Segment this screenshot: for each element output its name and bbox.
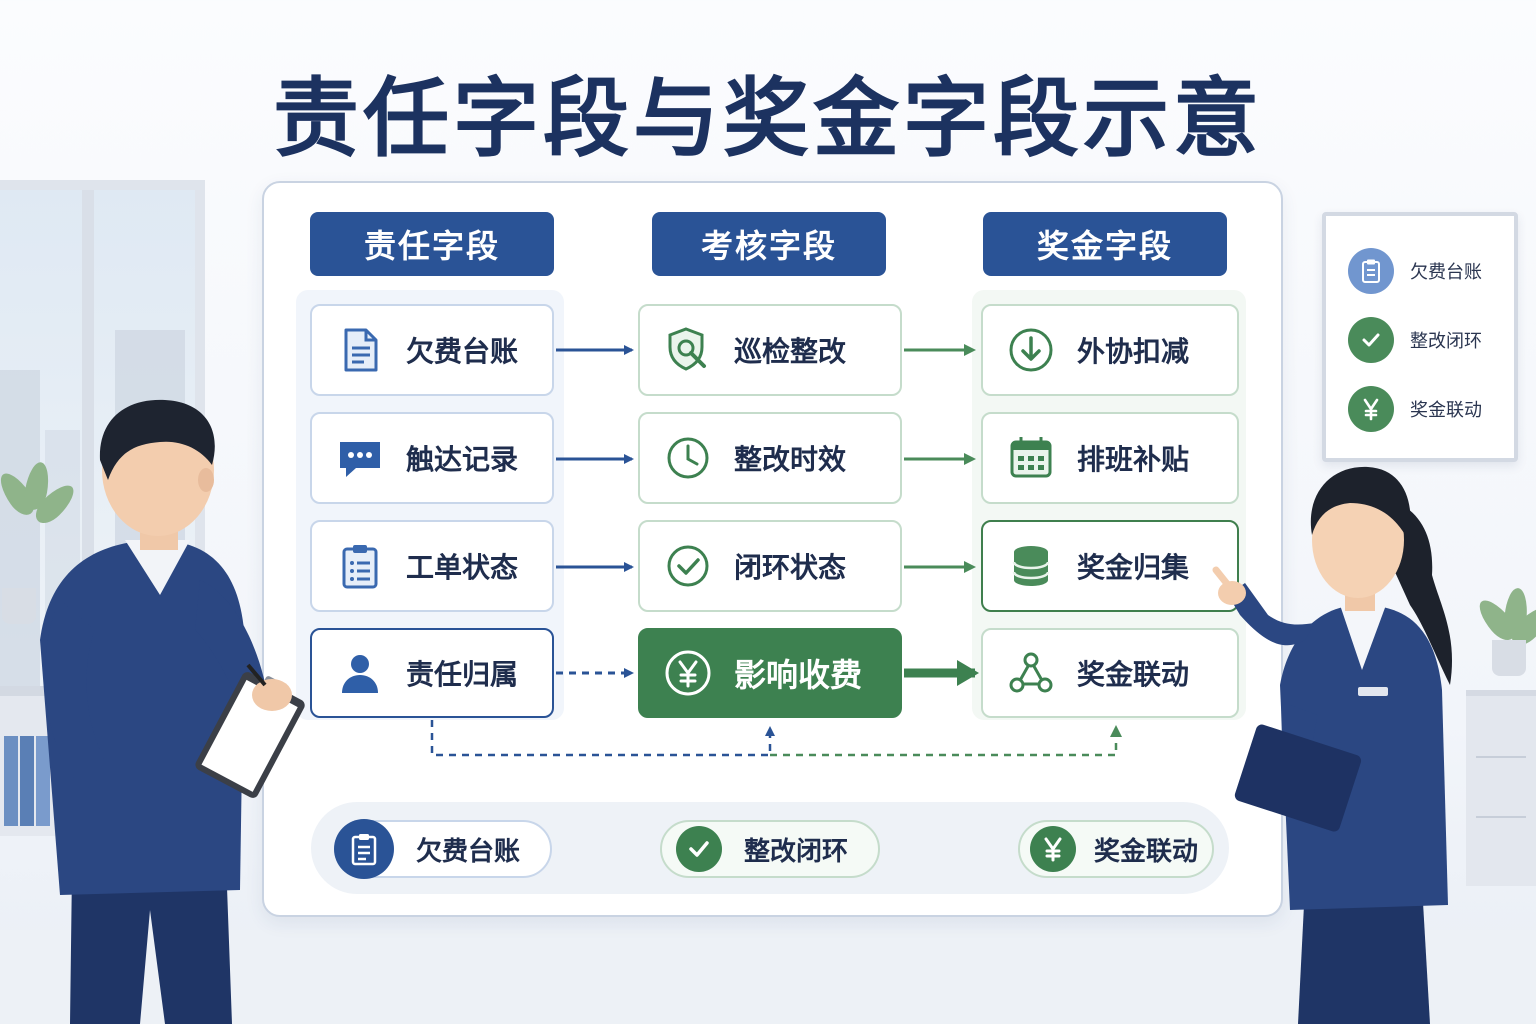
legend-label: 奖金联动 (1410, 400, 1482, 421)
assessment-column-header: 考核字段 (652, 212, 886, 276)
cabinet-right (1466, 690, 1536, 886)
document-icon (344, 328, 378, 372)
card-contact-record[interactable]: 触达记录 (310, 412, 554, 504)
shield-search-icon (668, 327, 706, 371)
card-bonus-linkage[interactable]: 奖金联动 (981, 628, 1239, 718)
card-work-order-status[interactable]: 工单状态 (310, 520, 554, 612)
download-circle-icon (1009, 328, 1053, 372)
card-label: 闭环状态 (734, 551, 847, 584)
summary-label: 整改闭环 (744, 836, 849, 867)
legend-label: 整改闭环 (1410, 331, 1482, 352)
card-arrears-ledger[interactable]: 欠费台账 (310, 304, 554, 396)
man-with-clipboard-illustration (40, 399, 305, 1024)
summary-label: 奖金联动 (1094, 836, 1199, 867)
card-bonus-aggregation[interactable]: 奖金归集 (981, 520, 1239, 612)
card-label: 欠费台账 (406, 335, 519, 368)
card-responsibility-attribution[interactable]: 责任归属 (310, 628, 554, 718)
summary-pill-rectification-closed-loop[interactable]: 整改闭环 (660, 820, 880, 878)
card-outsourcing-deduction[interactable]: 外协扣减 (981, 304, 1239, 396)
yen-icon (1348, 386, 1394, 432)
legend-item-closed-loop: 整改闭环 (1348, 317, 1482, 363)
card-rectification-timeliness[interactable]: 整改时效 (638, 412, 902, 504)
clock-icon (667, 437, 709, 479)
clipboard-icon (1348, 248, 1394, 294)
summary-pill-bonus-linkage[interactable]: 奖金联动 (1018, 820, 1214, 878)
card-impact-on-billing[interactable]: 影响收费 (638, 628, 902, 718)
calendar-icon (1010, 437, 1052, 478)
clipboard-list-icon (342, 545, 378, 589)
card-label: 整改时效 (734, 443, 847, 476)
legend-label: 欠费台账 (1410, 262, 1482, 283)
page-title: 责任字段与奖金字段示意 (273, 69, 1263, 169)
database-icon (1012, 546, 1050, 586)
card-label: 奖金联动 (1077, 658, 1190, 691)
floor (0, 930, 1536, 1024)
chat-icon (340, 442, 380, 477)
card-label: 触达记录 (406, 443, 519, 476)
network-icon (1009, 652, 1053, 693)
card-closed-loop-status[interactable]: 闭环状态 (638, 520, 902, 612)
yen-icon (1030, 826, 1076, 872)
legend-panel: 欠费台账 整改闭环 奖金联动 (1322, 212, 1518, 462)
check-circle-icon (667, 545, 709, 587)
card-label: 外协扣减 (1077, 335, 1190, 368)
clipboard-icon (334, 819, 394, 879)
woman-with-tablet-illustration (1212, 466, 1453, 1024)
summary-label: 欠费台账 (416, 836, 521, 867)
bonus-column-header: 奖金字段 (983, 212, 1227, 276)
dashed-loop-blue (430, 720, 775, 757)
card-label: 巡检整改 (734, 335, 847, 368)
card-label: 工单状态 (406, 551, 519, 584)
responsibility-column-header: 责任字段 (310, 212, 554, 276)
user-icon (342, 655, 378, 693)
card-label: 影响收费 (734, 656, 863, 694)
card-shift-allowance[interactable]: 排班补贴 (981, 412, 1239, 504)
check-icon (676, 826, 722, 872)
card-inspection-rectification[interactable]: 巡检整改 (638, 304, 902, 396)
card-label: 奖金归集 (1077, 551, 1190, 584)
summary-pill-arrears-ledger[interactable]: 欠费台账 (334, 819, 552, 879)
card-label: 排班补贴 (1077, 443, 1190, 476)
check-icon (1348, 317, 1394, 363)
card-label: 责任归属 (406, 658, 519, 691)
legend-item-arrears-ledger: 欠费台账 (1348, 248, 1482, 294)
dashed-loop-green (770, 725, 1122, 757)
yen-circle-icon (665, 650, 711, 696)
legend-item-bonus-linkage: 奖金联动 (1348, 386, 1482, 432)
